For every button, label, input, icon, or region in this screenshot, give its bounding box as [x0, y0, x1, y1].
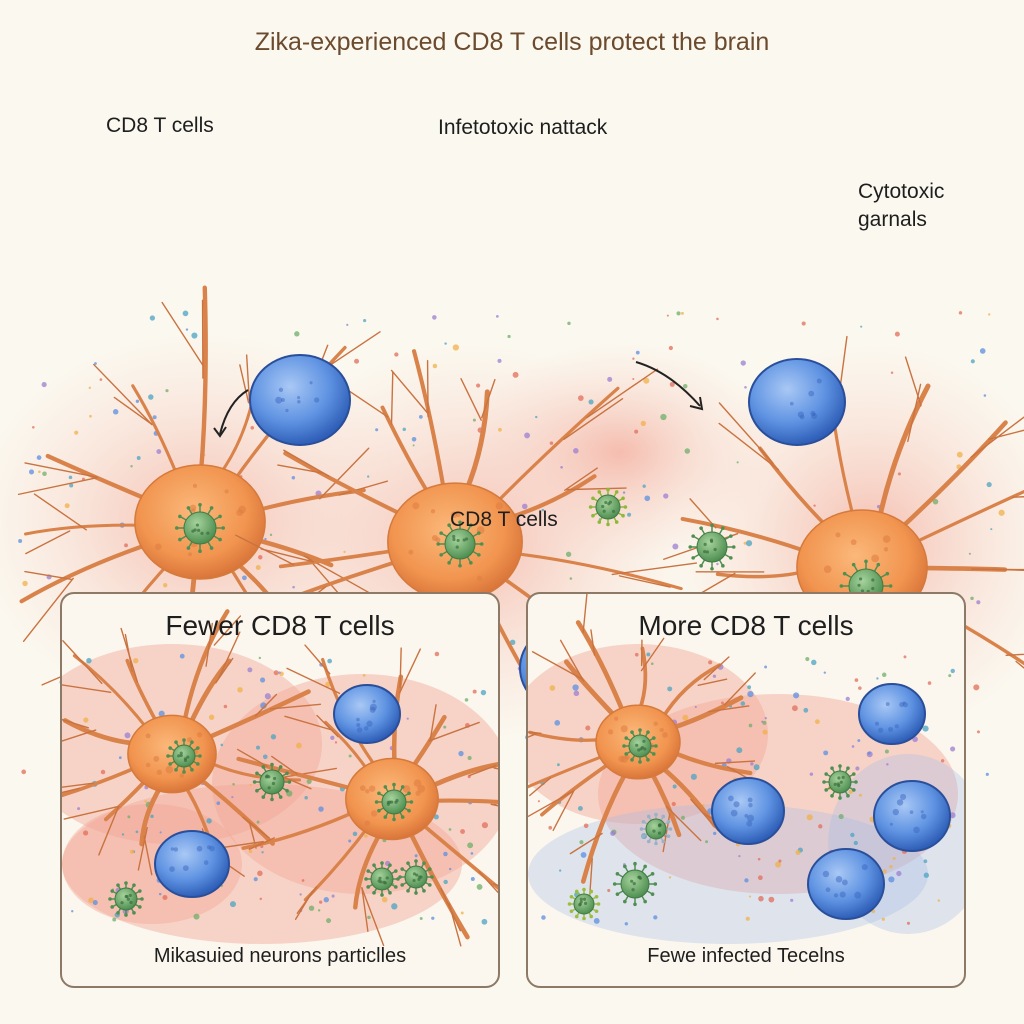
panel-caption: Mikasuied neurons particlles	[153, 945, 407, 967]
virus-particle	[374, 782, 414, 822]
cd8-tcells-label-bottom: CD8 T cells	[450, 508, 558, 531]
attack-arrow-head	[689, 396, 704, 411]
virus-particle	[588, 487, 628, 527]
panel-more-tcells: More CD8 T cells Fewe infected Tecelns	[526, 592, 966, 988]
virus-particle	[822, 764, 858, 800]
cd8-t-cell	[858, 683, 926, 745]
panel-title: Fewer CD8 T cells	[165, 610, 395, 641]
panel-caption: Fewe infected Tecelns	[647, 945, 845, 967]
page-title: Zika-experienced CD8 T cells protect the…	[254, 28, 770, 56]
cd8-tcells-label-top: CD8 T cells	[106, 114, 214, 137]
cd8-t-cell	[249, 354, 351, 446]
cd8-t-cell	[154, 830, 230, 898]
cytotoxic-granules-label: Cytotoxic garnals	[858, 180, 945, 231]
virus-particle	[252, 762, 292, 802]
cd8-t-cell	[711, 777, 785, 845]
panel-title: More CD8 T cells	[638, 610, 854, 641]
cd8-t-cell	[807, 848, 885, 920]
panel-more-illustration	[528, 594, 964, 944]
panel-fewer-illustration	[62, 609, 498, 947]
virus-particle	[166, 738, 202, 774]
virus-particle	[622, 728, 658, 764]
virus-particle	[688, 523, 736, 571]
neuron	[62, 609, 338, 877]
arrow-to-tcell-head	[213, 426, 227, 438]
attack-label: Infetotoxic nattack	[438, 116, 608, 139]
virus-particle	[567, 887, 601, 921]
virus-particle	[612, 861, 658, 907]
cd8-t-cell	[748, 358, 846, 446]
neuron	[528, 594, 758, 909]
cd8-t-cell	[333, 684, 401, 744]
virus-particle	[108, 881, 144, 917]
virus-particle	[398, 859, 434, 895]
virus-particle	[175, 503, 225, 553]
virus-particle	[364, 861, 400, 897]
arrow-to-tcell	[219, 389, 249, 435]
virus-particle	[639, 812, 673, 846]
attack-arrow	[635, 361, 701, 407]
cd8-t-cell	[873, 780, 951, 852]
virus-particle	[436, 520, 484, 568]
panel-fewer-tcells: Fewer CD8 T cells Mikasuied neurons part…	[60, 592, 500, 988]
